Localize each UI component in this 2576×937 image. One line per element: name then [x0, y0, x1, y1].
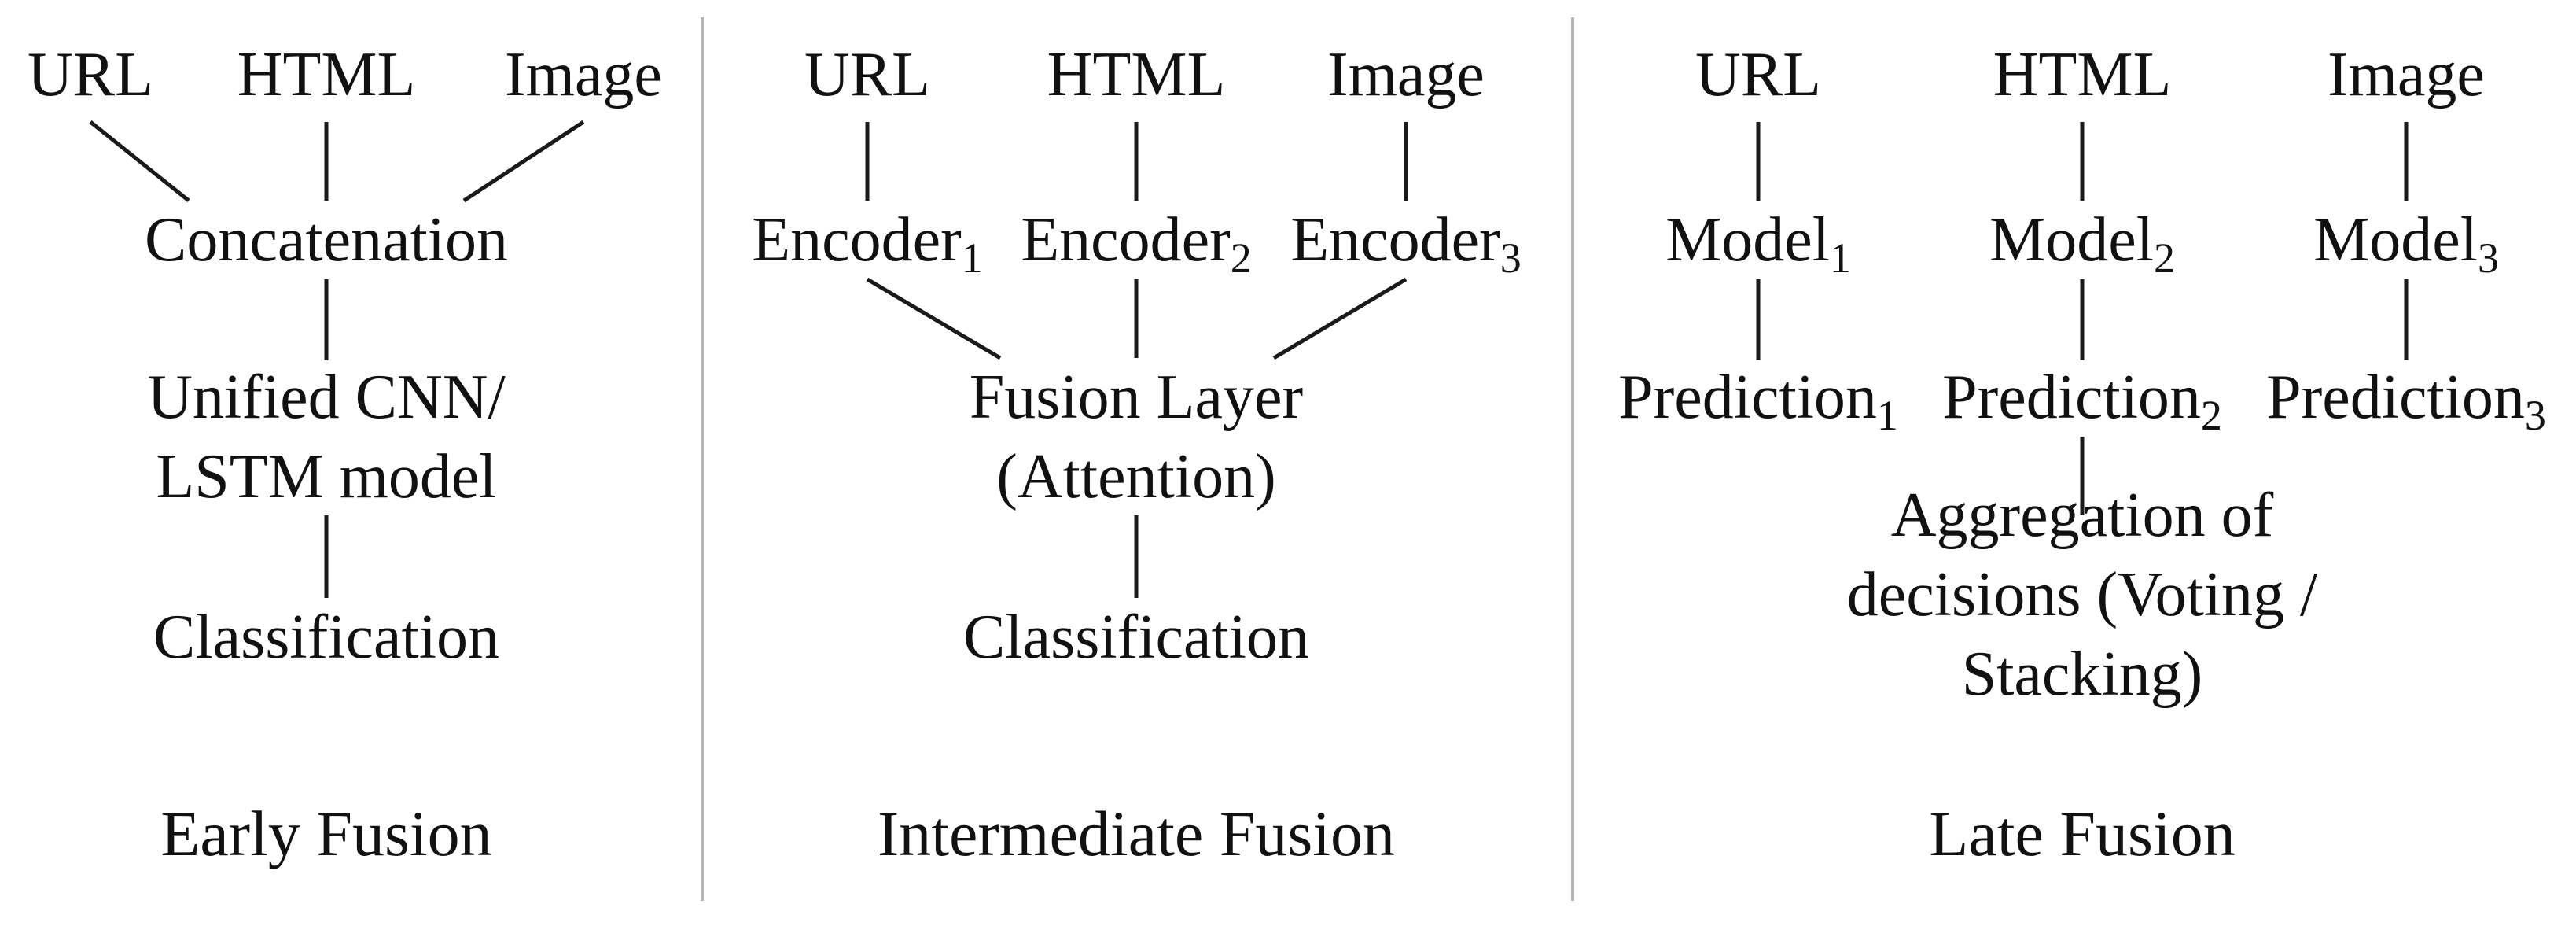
encoder-1-label: Encoder: [752, 205, 962, 275]
edge-image-concatenation: [462, 120, 585, 203]
encoder-3-node: Encoder3: [1290, 201, 1522, 279]
early-fusion-caption: Early Fusion: [160, 798, 492, 869]
edge-url-concatenation: [89, 120, 190, 202]
early-classification-node: Classification: [153, 603, 499, 672]
model-3-node: Model3: [2313, 201, 2499, 279]
model-1-label: Model: [1665, 205, 1830, 275]
aggregation-line-1: Aggregation of: [1890, 481, 2274, 550]
model-2-node: Model2: [1989, 201, 2175, 279]
late-input-html: HTML: [1993, 40, 2172, 109]
intermediate-input-url: URL: [804, 40, 930, 109]
late-fusion-caption: Late Fusion: [1929, 798, 2236, 869]
fusion-layer-node: Fusion Layer (Attention): [970, 358, 1303, 517]
early-model-line-2: LSTM model: [156, 442, 497, 511]
encoder-2-node: Encoder2: [1021, 201, 1252, 279]
early-unified-model-node: Unified CNN/ LSTM model: [147, 358, 506, 517]
prediction-2-subscript: 2: [2200, 392, 2222, 440]
early-input-url: URL: [28, 40, 153, 109]
prediction-1-subscript: 1: [1876, 392, 1898, 440]
edge-encoder3-fusion: [1272, 277, 1408, 360]
fusion-layer-line-1: Fusion Layer: [969, 363, 1304, 432]
intermediate-input-html: HTML: [1047, 40, 1226, 109]
encoder-1-node: Encoder1: [752, 201, 983, 279]
model-3-subscript: 3: [2477, 234, 2499, 282]
encoder-2-label: Encoder: [1021, 205, 1231, 275]
encoder-3-subscript: 3: [1500, 234, 1522, 282]
model-1-node: Model1: [1665, 201, 1851, 279]
intermediate-classification-node: Classification: [963, 603, 1309, 672]
intermediate-fusion-caption: Intermediate Fusion: [877, 798, 1396, 869]
early-input-html: HTML: [237, 40, 416, 109]
encoder-2-subscript: 2: [1230, 234, 1252, 282]
model-3-label: Model: [2313, 205, 2478, 275]
model-2-label: Model: [1989, 205, 2154, 275]
prediction-2-label: Prediction: [1942, 363, 2201, 432]
early-concatenation-node: Concatenation: [144, 205, 509, 275]
edge-encoder1-fusion: [866, 277, 1002, 360]
prediction-3-label: Prediction: [2266, 363, 2525, 432]
fusion-layer-line-2: (Attention): [996, 442, 1276, 511]
encoder-3-label: Encoder: [1290, 205, 1500, 275]
intermediate-input-image: Image: [1327, 40, 1485, 109]
prediction-2-node: Prediction2: [1942, 358, 2222, 437]
late-input-image: Image: [2328, 40, 2485, 109]
early-input-image: Image: [505, 40, 662, 109]
aggregation-line-3: Stacking): [1961, 640, 2203, 709]
aggregation-node: Aggregation of decisions (Voting / Stack…: [1847, 476, 2318, 714]
aggregation-line-2: decisions (Voting /: [1846, 560, 2318, 629]
prediction-3-node: Prediction3: [2266, 358, 2546, 437]
prediction-3-subscript: 3: [2524, 392, 2546, 440]
encoder-1-subscript: 1: [961, 234, 983, 282]
prediction-1-node: Prediction1: [1618, 358, 1898, 437]
early-model-line-1: Unified CNN/: [147, 363, 506, 432]
prediction-1-label: Prediction: [1618, 363, 1877, 432]
model-2-subscript: 2: [2153, 234, 2175, 282]
late-input-url: URL: [1695, 40, 1821, 109]
model-1-subscript: 1: [1829, 234, 1851, 282]
